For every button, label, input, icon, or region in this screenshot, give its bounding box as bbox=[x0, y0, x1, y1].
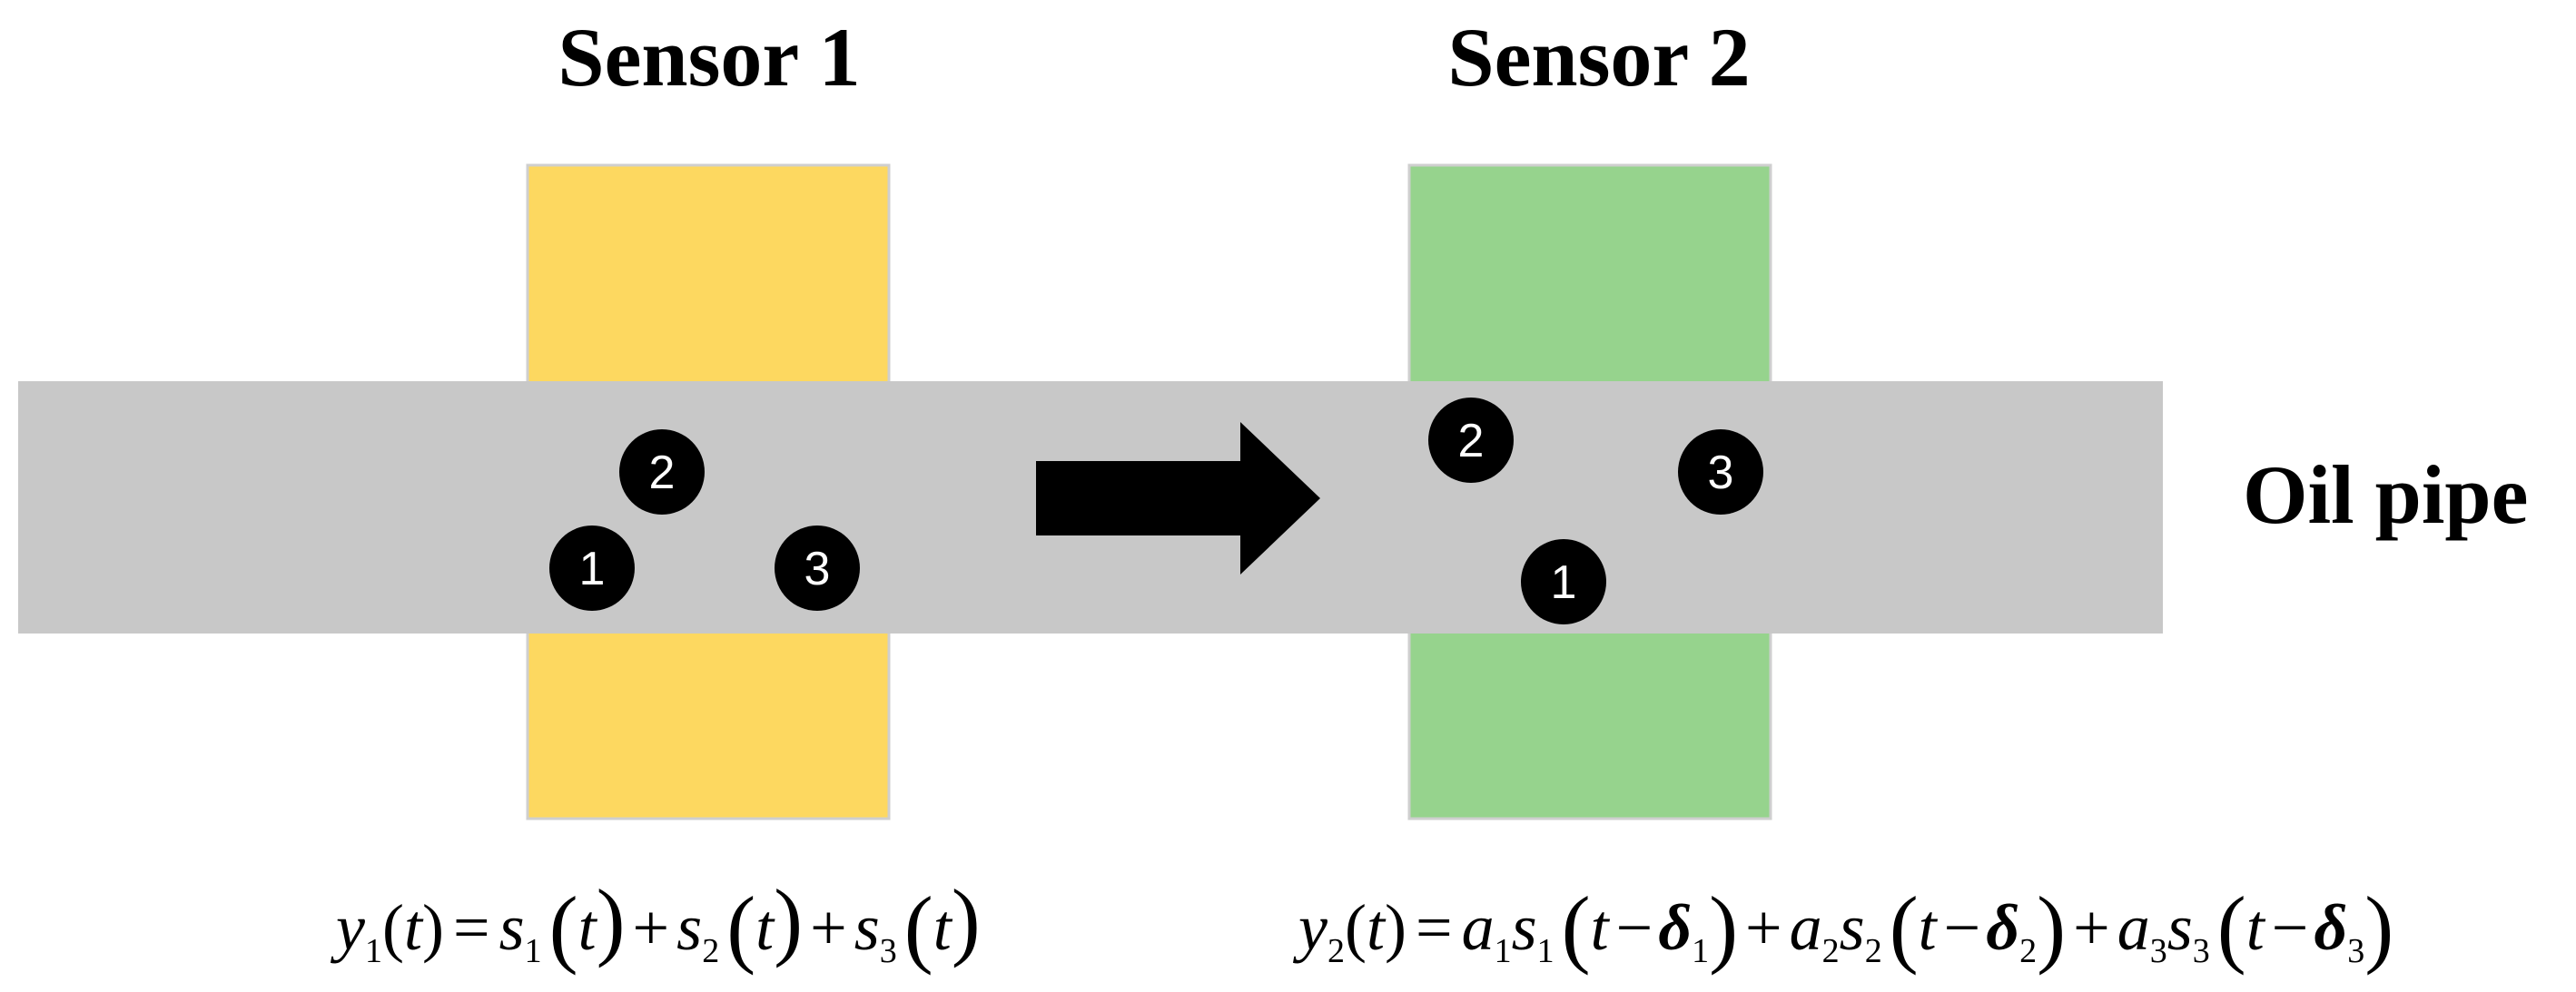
sensor-2-title: Sensor 2 bbox=[1447, 11, 1751, 103]
svg-text:3: 3 bbox=[1708, 447, 1734, 499]
particle-1-sensor-2: 1 bbox=[1521, 539, 1606, 624]
particle-3-sensor-1: 3 bbox=[775, 525, 860, 611]
svg-text:1: 1 bbox=[579, 543, 606, 595]
sensor-1-title: Sensor 1 bbox=[558, 11, 861, 103]
particle-2-sensor-1: 2 bbox=[619, 429, 705, 515]
svg-text:2: 2 bbox=[649, 447, 676, 499]
equation-sensor-2: y2(t)=a1s1(t−δ1)+a2s2(t−δ2)+a3s3(t−δ3) bbox=[1292, 879, 2393, 976]
right-arrow-icon bbox=[1036, 422, 1320, 575]
oil-pipe-label: Oil pipe bbox=[2243, 448, 2529, 541]
svg-text:1: 1 bbox=[1551, 556, 1577, 609]
equation-sensor-1: y1(t)=s1(t)+s2(t)+s3(t) bbox=[330, 871, 981, 976]
particle-3-sensor-2: 3 bbox=[1678, 429, 1763, 515]
particle-1-sensor-1: 1 bbox=[549, 525, 635, 611]
svg-text:2: 2 bbox=[1458, 415, 1485, 467]
particle-2-sensor-2: 2 bbox=[1428, 398, 1514, 483]
svg-text:3: 3 bbox=[804, 543, 831, 595]
